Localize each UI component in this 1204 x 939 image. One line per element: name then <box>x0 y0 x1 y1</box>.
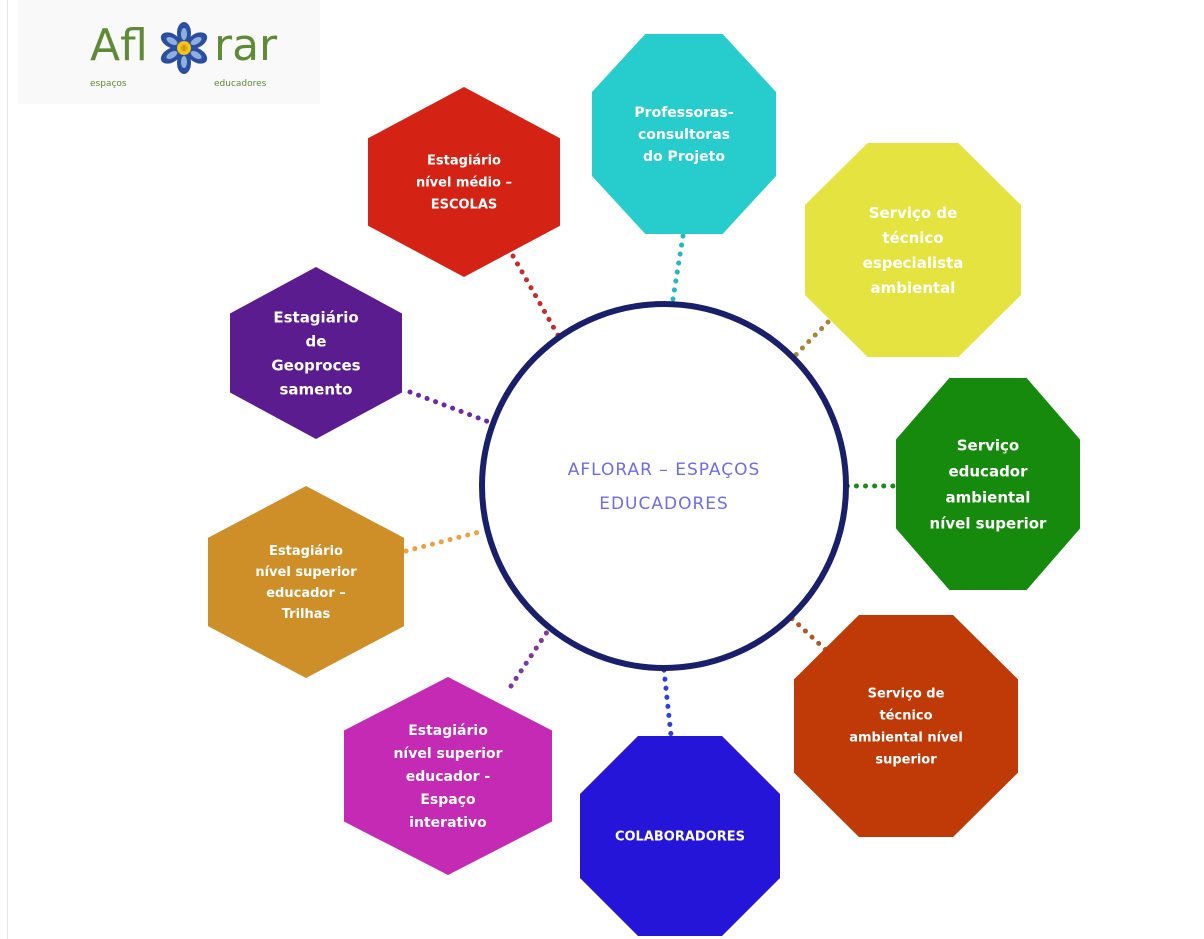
node-shape-professoras-consultoras <box>592 34 776 234</box>
node-shape-estagiario-medio <box>368 87 560 277</box>
node-label-servico-educador-ambiental-0: Serviço <box>957 436 1020 454</box>
node-professoras-consultoras: Professoras-consultoras do Projeto <box>592 34 776 234</box>
node-servico-tecnico-especialista: Serviço de técnico especialista ambiental <box>805 143 1021 357</box>
node-shape-estagiario-geoprocessamento <box>230 267 402 439</box>
node-label-estagiario-geoprocessamento-0: Estagiário <box>273 308 358 326</box>
connector-estagiario-medio <box>510 253 562 340</box>
node-shape-estagiario-espaco-interativo <box>344 677 552 875</box>
node-shape-servico-tecnico-especialista <box>805 143 1021 357</box>
node-label-servico-tecnico-ambiental-2: ambiental nível <box>849 731 963 746</box>
node-label-estagiario-geoprocessamento-1: de <box>306 332 327 350</box>
node-label-servico-educador-ambiental-3: nível superior <box>930 514 1047 532</box>
node-label-estagiario-espaco-interativo-1: nível superior <box>393 746 502 762</box>
node-shape-colaboradores <box>580 736 780 936</box>
left-border <box>7 0 8 939</box>
node-shape-servico-educador-ambiental <box>896 378 1080 590</box>
node-shape-servico-tecnico-ambiental <box>794 615 1018 837</box>
node-colaboradores: COLABORADORES <box>580 736 780 936</box>
logo-word-left: Afl <box>90 20 148 71</box>
node-label-estagiario-espaco-interativo-2: educador - <box>406 769 491 785</box>
node-servico-educador-ambiental: Serviço educador ambiental nível superior <box>896 378 1080 590</box>
logo-sub-right: educadores <box>214 79 267 89</box>
node-label-servico-tecnico-especialista-1: técnico <box>882 229 943 247</box>
node-label-estagiario-trilhas-2: educador – <box>266 586 346 601</box>
node-label-servico-tecnico-especialista-3: ambiental <box>871 279 956 297</box>
node-label-professoras-consultoras-0: Professoras- <box>634 105 733 121</box>
node-label-estagiario-trilhas-1: nível superior <box>255 565 357 580</box>
node-label-servico-tecnico-especialista-2: especialista <box>863 254 964 272</box>
logo-flower-icon <box>160 22 208 74</box>
node-label-servico-educador-ambiental-1: educador <box>948 462 1028 480</box>
node-label-estagiario-geoprocessamento-2: Geoproces <box>271 356 360 374</box>
connector-estagiario-espaco-interativo <box>508 623 554 689</box>
node-servico-tecnico-ambiental: Serviço de técnico ambiental nível superior <box>794 615 1018 837</box>
node-label-professoras-consultoras-2: do Projeto <box>643 149 725 165</box>
node-label-estagiario-trilhas-3: Trilhas <box>282 607 331 622</box>
node-shape-estagiario-trilhas <box>208 486 404 678</box>
center-title-line-1: EDUCADORES <box>599 494 729 514</box>
node-label-servico-tecnico-ambiental-3: superior <box>875 753 937 768</box>
node-estagiario-medio: Estagiário nível médio – ESCOLAS <box>368 87 560 277</box>
logo: Afl rar espaços educadores <box>18 0 320 104</box>
node-label-estagiario-espaco-interativo-3: Espaço <box>420 792 476 808</box>
logo-word-right: rar <box>214 20 278 71</box>
connector-estagiario-trilhas <box>403 528 486 554</box>
node-label-estagiario-medio-1: nível médio – <box>416 176 512 191</box>
node-estagiario-espaco-interativo: Estagiário nível superior educador - Espaço… <box>344 677 552 875</box>
node-label-estagiario-espaco-interativo-0: Estagiário <box>408 723 488 739</box>
connector-estagiario-geoprocessamento <box>407 389 492 425</box>
center-title-line-0: AFLORAR – ESPAÇOS <box>568 460 761 480</box>
center-circle <box>479 301 849 671</box>
node-label-servico-tecnico-ambiental-1: técnico <box>879 709 932 724</box>
node-label-estagiario-medio-0: Estagiário <box>427 154 501 169</box>
node-label-servico-educador-ambiental-2: ambiental <box>946 488 1031 506</box>
node-label-professoras-consultoras-1: consultoras <box>638 127 730 143</box>
logo-sub-left: espaços <box>90 79 127 89</box>
node-label-estagiario-medio-2: ESCOLAS <box>431 198 498 213</box>
node-label-colaboradores-0: COLABORADORES <box>615 830 745 845</box>
node-estagiario-trilhas: Estagiário nível superior educador – Trilha… <box>208 486 404 678</box>
connector-servico-tecnico-ambiental <box>769 597 831 655</box>
node-label-estagiario-trilhas-0: Estagiário <box>269 544 343 559</box>
node-label-servico-tecnico-especialista-0: Serviço de <box>869 204 958 222</box>
node-label-estagiario-geoprocessamento-3: samento <box>279 380 352 398</box>
node-label-estagiario-espaco-interativo-4: interativo <box>409 815 487 831</box>
node-label-servico-tecnico-ambiental-0: Serviço de <box>868 687 945 702</box>
